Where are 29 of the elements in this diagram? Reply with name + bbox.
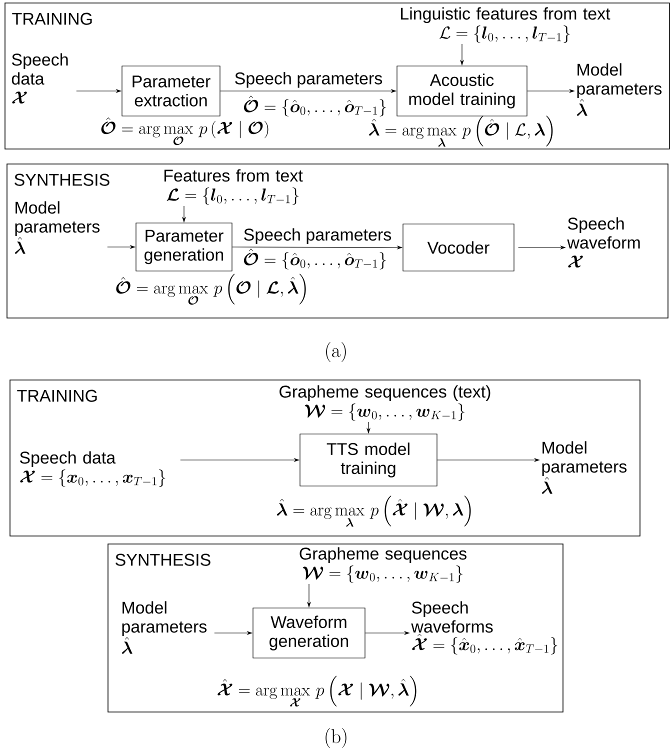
- process-box: Waveform generation: [252, 608, 366, 658]
- signal-label: Grapheme sequences (text) $\boldsymbol{\mathcal{W}}=\{\boldsymbol{w}_0,\ldots,\boldsymbol{w}_{K-1}\}$: [280, 385, 490, 421]
- equation: $\hat{\boldsymbol{\lambda}}=\arg\max\limits_{\boldsymbol{\lambda}}\,p\left(\hat{\boldsymbol{\mathcal{O}}}\mid\mathcal{L},\boldsymbol{\lambda}\right)$: [369, 116, 553, 147]
- process-box: TTS model training: [300, 434, 438, 486]
- signal-label: Features from text $\boldsymbol{\mathcal{L}}=\{\boldsymbol{l}_0,\ldots,\boldsymbol{l}_{T-1}\}$: [164, 169, 303, 205]
- equation: $\hat{\boldsymbol{\mathcal{O}}}=\{\hat{\boldsymbol{o}}_0,\ldots,\hat{\boldsymbol{o}}_{T-1}\}$: [244, 96, 386, 116]
- signal-label: Model parameters $\hat{\boldsymbol{\lambda}}$: [542, 441, 627, 494]
- panel-caption: (b): [326, 728, 346, 748]
- signal-label: Speech data $\boldsymbol{\mathcal{X}}$: [12, 53, 68, 104]
- equation: $\hat{\boldsymbol{\mathcal{X}}}=\arg\max\limits_{\boldsymbol{\mathcal{X}}}\,p\left(\boldsymbol{\mathcal{X}}\mid\boldsymbol{\mathcal{W}},\hat{\boldsymbol{\lambda}}\right)$: [218, 676, 416, 706]
- equation: $\hat{\boldsymbol{\lambda}}=\arg\max\limits_{\boldsymbol{\lambda}}\,p\left(\hat{\boldsymbol{\mathcal{X}}}\mid\boldsymbol{\mathcal{W}},\boldsymbol{\lambda}\right)$: [276, 496, 471, 527]
- equation: $\hat{\boldsymbol{\mathcal{O}}}=\arg\max\limits_{\boldsymbol{\mathcal{O}}}\,p\left(\boldsymbol{\mathcal{X}}\mid\boldsymbol{\mathcal{O}}\right)$: [101, 117, 268, 146]
- edge-label: Speech parameters: [233, 70, 384, 89]
- panel-caption: (a): [326, 342, 346, 362]
- equation: $\hat{\boldsymbol{\mathcal{O}}}=\arg\max\limits_{\boldsymbol{\mathcal{O}}}\,p\left(\boldsymbol{\mathcal{O}}\mid\boldsymbol{\mathcal{L}},\hat{\boldsymbol{\lambda}}\right)$: [116, 274, 306, 305]
- process-box: Acoustic model training: [396, 66, 528, 116]
- signal-label: Grapheme sequences $\boldsymbol{\mathcal{W}}=\{\boldsymbol{w}_0,\ldots,\boldsymbol{w}_{K-1}\}$: [300, 547, 466, 583]
- signal-label: Model parameters $\hat{\boldsymbol{\lambda}}$: [577, 63, 662, 116]
- signal-label: Speech waveforms $\hat{\boldsymbol{\mathcal{X}}}=\{\hat{\boldsymbol{x}}_0,\ldots,\hat{\boldsymbol{x}}_{T-1}\}$: [411, 601, 558, 654]
- signal-label: Linguistic features from text $\mathcal{L}=\{\boldsymbol{l}_0,\ldots,\boldsymbol{l}_{T-1}\}$: [401, 7, 610, 43]
- process-box: Parameter extraction: [122, 66, 220, 116]
- process-box: Vocoder: [402, 224, 514, 272]
- signal-label: Speech data $\boldsymbol{\mathcal{X}}=\{\boldsymbol{x}_0,\ldots,\boldsymbol{x}_{T-1}\}$: [20, 451, 166, 487]
- equation: $\hat{\boldsymbol{\mathcal{O}}}=\{\hat{\boldsymbol{o}}_0,\ldots,\hat{\boldsymbol{o}}_{T-1}\}$: [244, 248, 386, 270]
- signal-label: Model parameters $\hat{\boldsymbol{\lambda}}$: [15, 201, 100, 254]
- process-box: Parameter generation: [136, 222, 232, 272]
- signal-label: Speech waveform $\boldsymbol{\mathcal{X}}$: [567, 217, 640, 268]
- signal-label: Model parameters $\hat{\boldsymbol{\lambda}}$: [122, 601, 207, 654]
- edge-label: Speech parameters: [242, 227, 393, 246]
